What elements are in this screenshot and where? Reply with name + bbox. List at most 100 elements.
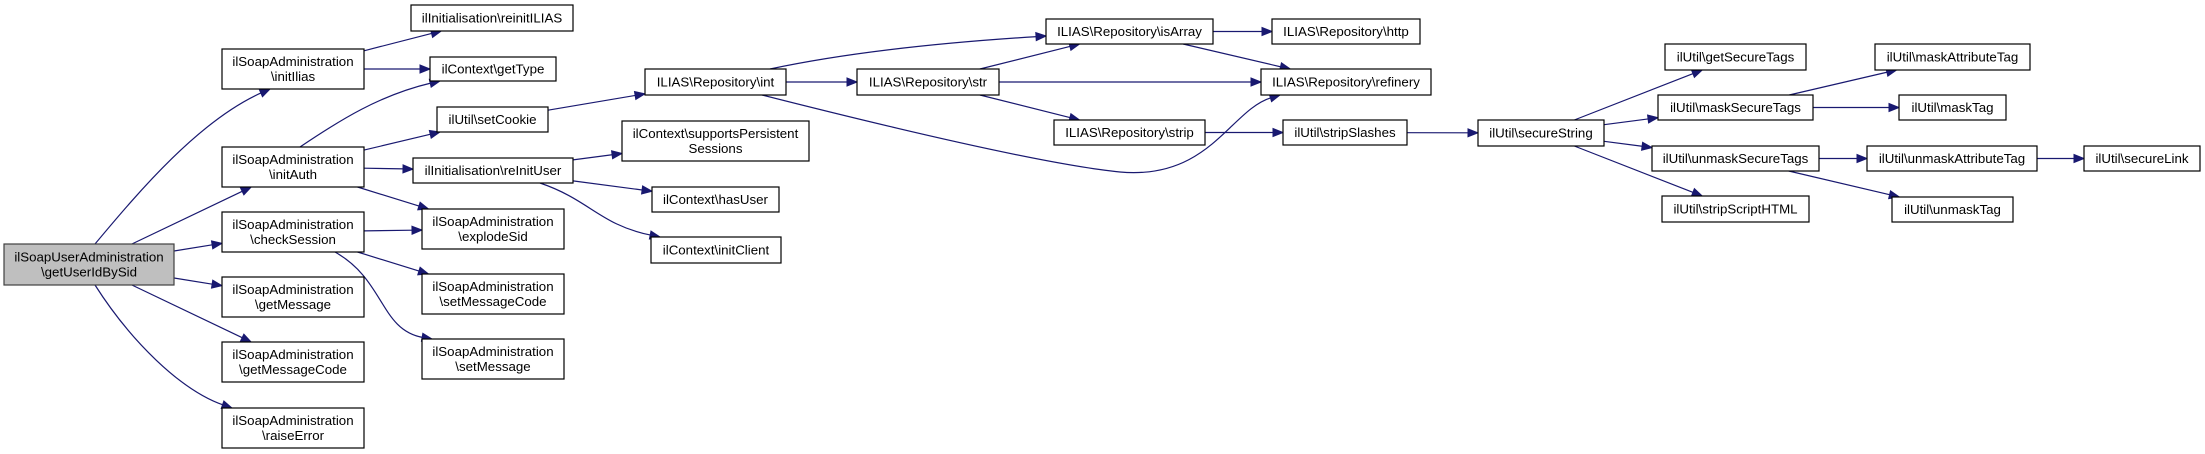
node-repoIsArray[interactable]: ILIAS\Repository\isArray bbox=[1045, 18, 1214, 45]
edge-repoInt-to-repoIsArray bbox=[769, 31, 1048, 70]
node-getMessageCode[interactable]: ilSoapAdministration\getMessageCode bbox=[221, 341, 365, 383]
arrowhead-icon bbox=[1690, 69, 1704, 79]
node-label: ilInitialisation\reInitUser bbox=[425, 163, 562, 178]
node-unmaskAttributeTag[interactable]: ilUtil\unmaskAttributeTag bbox=[1866, 145, 2038, 172]
node-getMessage[interactable]: ilSoapAdministration\getMessage bbox=[221, 276, 365, 318]
node-box bbox=[1657, 94, 1814, 121]
edge-line bbox=[363, 32, 433, 52]
node-initAuth[interactable]: ilSoapAdministration\initAuth bbox=[221, 146, 365, 188]
arrowhead-icon bbox=[1646, 114, 1660, 124]
node-secureString[interactable]: ilUtil\secureString bbox=[1477, 119, 1605, 147]
node-box bbox=[1866, 145, 2038, 172]
arrowhead-icon bbox=[402, 164, 415, 174]
arrowhead-icon bbox=[640, 185, 654, 195]
edge-line bbox=[572, 154, 614, 161]
node-setCookie[interactable]: ilUtil\setCookie bbox=[436, 106, 549, 133]
node-label: ILIAS\Repository\refinery bbox=[1272, 75, 1420, 90]
node-getType[interactable]: ilContext\getType bbox=[429, 56, 557, 82]
nodes-layer: ilSoapUserAdministration\getUserIdBySid i… bbox=[3, 4, 2201, 449]
node-reInitUser[interactable]: ilInitialisation\reInitUser bbox=[412, 157, 574, 184]
node-repoHttp[interactable]: ILIAS\Repository\http bbox=[1271, 18, 1421, 45]
node-secureLink[interactable]: ilUtil\secureLink bbox=[2083, 145, 2201, 172]
edge-unmaskSecureTags-to-unmaskAttributeTag bbox=[1819, 153, 1869, 164]
edge-setCookie-to-repoInt bbox=[547, 90, 647, 111]
node-box bbox=[1271, 18, 1421, 45]
node-box bbox=[421, 273, 565, 315]
node-box bbox=[412, 157, 574, 184]
node-unmaskTag[interactable]: ilUtil\unmaskTag bbox=[1891, 196, 2014, 223]
node-initClient[interactable]: ilContext\initClient bbox=[650, 236, 782, 264]
node-checkSession[interactable]: ilSoapAdministration\checkSession bbox=[221, 211, 365, 253]
edge-initIlias-to-reinitILIAS bbox=[363, 29, 443, 52]
edge-initIlias-to-getType bbox=[364, 64, 432, 74]
arrowhead-icon bbox=[1250, 77, 1263, 87]
node-label: ilContext\hasUser bbox=[663, 192, 769, 207]
edge-line bbox=[1574, 72, 1695, 121]
node-label: ilUtil\stripScriptHTML bbox=[1673, 202, 1797, 217]
node-label: ilContext\initClient bbox=[663, 243, 770, 258]
edge-initAuth-to-explodeSid bbox=[357, 186, 430, 211]
node-hasUser[interactable]: ilContext\hasUser bbox=[651, 186, 780, 213]
node-box bbox=[651, 186, 780, 213]
node-maskAttributeTag[interactable]: ilUtil\maskAttributeTag bbox=[1874, 43, 2031, 71]
node-getSecureTags[interactable]: ilUtil\getSecureTags bbox=[1664, 43, 1807, 71]
node-repoStrip[interactable]: ILIAS\Repository\strip bbox=[1053, 119, 1206, 146]
node-setMessage[interactable]: ilSoapAdministration\setMessage bbox=[421, 338, 565, 380]
node-label: \setMessage bbox=[455, 359, 530, 374]
node-box bbox=[650, 236, 782, 264]
node-stripSlashes[interactable]: ilUtil\stripSlashes bbox=[1282, 119, 1408, 146]
node-label: ilSoapAdministration bbox=[232, 54, 353, 69]
arrowhead-icon bbox=[210, 279, 224, 289]
arrowhead-icon bbox=[1856, 153, 1869, 164]
node-repoRefinery[interactable]: ILIAS\Repository\refinery bbox=[1260, 68, 1432, 96]
node-label: ilSoapAdministration bbox=[232, 347, 353, 362]
node-label: \initIlias bbox=[271, 69, 316, 84]
edge-root-to-checkSession bbox=[173, 240, 224, 252]
node-box bbox=[856, 68, 1000, 96]
edge-line bbox=[979, 45, 1072, 70]
root-node[interactable]: ilSoapUserAdministration\getUserIdBySid bbox=[3, 243, 175, 286]
edge-unmaskAttributeTag-to-secureLink bbox=[2037, 153, 2086, 164]
node-repoStr[interactable]: ILIAS\Repository\str bbox=[856, 68, 1000, 96]
node-box bbox=[221, 276, 365, 318]
edge-unmaskSecureTags-to-unmaskTag bbox=[1788, 170, 1901, 200]
edge-repoInt-to-repoStr bbox=[786, 77, 859, 87]
edge-line bbox=[173, 277, 214, 285]
edge-line bbox=[299, 82, 432, 148]
node-reinitILIAS[interactable]: ilInitialisation\reinitILIAS bbox=[410, 4, 574, 32]
edge-initAuth-to-setCookie bbox=[363, 129, 442, 151]
node-explodeSid[interactable]: ilSoapAdministration\explodeSid bbox=[421, 208, 565, 250]
node-label: ilContext\supportsPersistent bbox=[633, 126, 799, 141]
node-label: ilSoapAdministration bbox=[232, 413, 353, 428]
node-initIlias[interactable]: ilSoapAdministration\initIlias bbox=[221, 48, 365, 90]
node-repoInt[interactable]: ILIAS\Repository\int bbox=[644, 68, 787, 96]
node-box bbox=[621, 120, 810, 162]
edge-reInitUser-to-supportsPersistentSessions bbox=[572, 150, 624, 161]
node-stripScriptHTML[interactable]: ilUtil\stripScriptHTML bbox=[1661, 195, 1810, 223]
node-label: ilUtil\secureString bbox=[1489, 126, 1592, 141]
edge-root-to-getMessage bbox=[173, 277, 224, 289]
node-box bbox=[1651, 145, 1820, 172]
node-unmaskSecureTags[interactable]: ilUtil\unmaskSecureTags bbox=[1651, 145, 1820, 172]
arrowhead-icon bbox=[239, 186, 253, 196]
node-maskTag[interactable]: ilUtil\maskTag bbox=[1898, 94, 2007, 121]
node-box bbox=[436, 106, 549, 133]
node-label: ilSoapAdministration bbox=[232, 152, 353, 167]
node-raiseError[interactable]: ilSoapAdministration\raiseError bbox=[221, 407, 365, 449]
edge-line bbox=[1603, 118, 1650, 126]
edge-line bbox=[1789, 71, 1889, 96]
node-label: ilInitialisation\reinitILIAS bbox=[422, 11, 563, 26]
edge-repoStr-to-repoStrip bbox=[979, 94, 1081, 123]
edge-line bbox=[357, 251, 421, 272]
edge-initAuth-to-reInitUser bbox=[363, 164, 415, 174]
node-box bbox=[1045, 18, 1214, 45]
edge-reInitUser-to-hasUser bbox=[572, 180, 654, 195]
arrowhead-icon bbox=[846, 77, 859, 87]
node-label: ilSoapAdministration bbox=[432, 214, 553, 229]
node-setMessageCode[interactable]: ilSoapAdministration\setMessageCode bbox=[421, 273, 565, 315]
edge-line bbox=[131, 284, 244, 339]
node-maskSecureTags[interactable]: ilUtil\maskSecureTags bbox=[1657, 94, 1814, 121]
node-box bbox=[1874, 43, 2031, 71]
